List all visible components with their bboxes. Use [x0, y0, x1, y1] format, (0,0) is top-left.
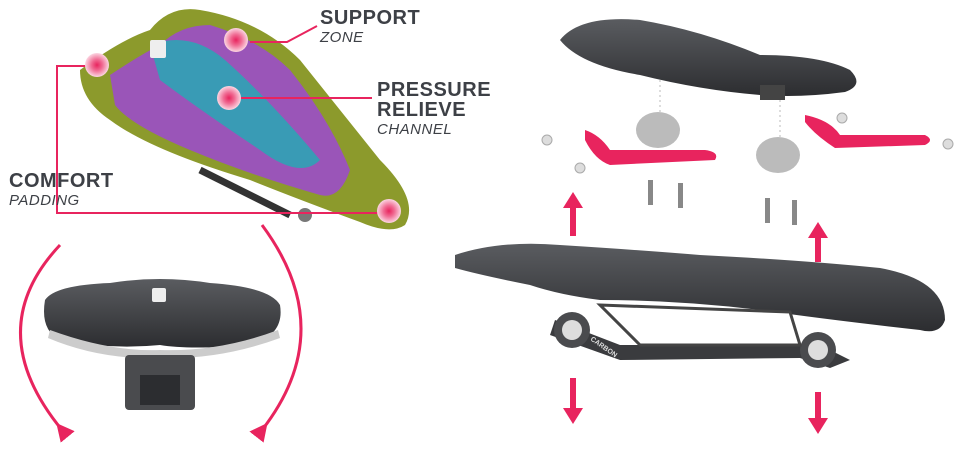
carbon-rail [550, 320, 850, 368]
pressure-channel-marker [217, 86, 241, 110]
direction-arrows [563, 192, 828, 434]
support-zone-subtitle: ZONE [320, 29, 364, 46]
brand-badge-icon [150, 40, 166, 58]
elastomer-right [756, 137, 800, 173]
comfort-padding-label: COMFORT PADDING [9, 171, 114, 208]
callout-lines [56, 25, 384, 214]
rear-view-saddle [19, 224, 303, 443]
elastomer-left [636, 112, 680, 148]
pressure-title-line2: RELIEVE [377, 99, 467, 121]
pressure-subtitle: CHANNEL [377, 121, 453, 138]
support-zone-marker [224, 28, 248, 52]
comfort-title: COMFORT [9, 170, 114, 192]
support-zone-label: SUPPORT ZONE [320, 8, 420, 45]
rail-clamp-right [805, 115, 930, 148]
support-zone-title: SUPPORT [320, 7, 421, 29]
pressure-title-line1: PRESSURE [377, 79, 492, 101]
comfort-marker-rear [377, 199, 401, 223]
exploded-saddle-shell [541, 19, 954, 225]
rail-clamp-left [585, 130, 717, 165]
comfort-subtitle: PADDING [9, 192, 80, 209]
pressure-relieve-label: PRESSURE RELIEVE CHANNEL [377, 80, 491, 137]
assembled-saddle-side-view [455, 243, 945, 368]
comfort-marker-nose [85, 53, 109, 77]
